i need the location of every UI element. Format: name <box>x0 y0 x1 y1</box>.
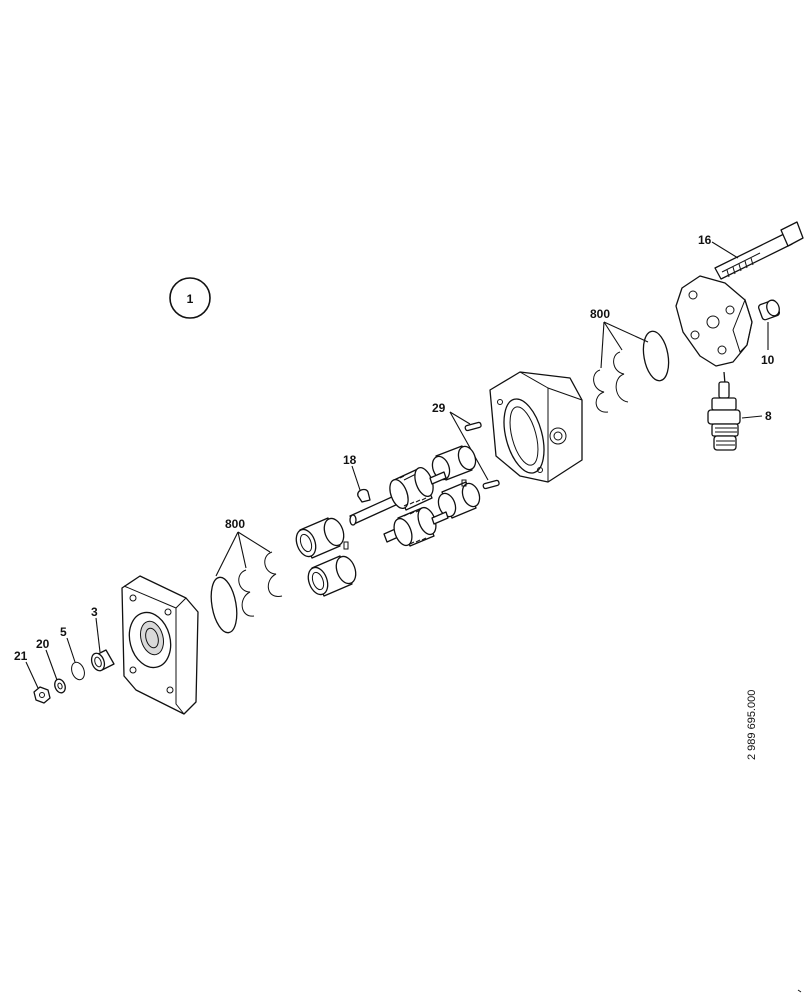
leader-29-b <box>449 411 489 481</box>
leader-3 <box>95 617 101 653</box>
snap-ring-5 <box>71 661 85 681</box>
drawing-reference-number: 2 989 695.000 <box>746 690 758 760</box>
leader-800-upper-a <box>603 321 649 343</box>
key-18 <box>357 488 371 503</box>
leader-5 <box>66 637 76 663</box>
group-label-text: 1 <box>187 292 194 306</box>
washer-20 <box>54 678 66 694</box>
callout-800-top: 800 <box>590 307 610 321</box>
callout-16: 16 <box>698 233 712 247</box>
leader-800-upper-c <box>600 321 605 369</box>
leader-20 <box>45 649 58 681</box>
callout-5: 5 <box>60 625 67 639</box>
callout-3: 3 <box>91 605 98 619</box>
seal-set-800-upper <box>593 330 670 413</box>
valve-fitting-8 <box>707 371 741 451</box>
leader-21 <box>25 661 39 689</box>
seal-set-800-lower <box>210 551 283 634</box>
callout-20: 20 <box>36 637 50 651</box>
callout-800-left: 800 <box>225 517 245 531</box>
callout-10: 10 <box>761 353 775 367</box>
bushings-left <box>295 517 357 597</box>
callout-29: 29 <box>432 401 446 415</box>
leader-16 <box>711 241 739 259</box>
mounting-flange <box>121 575 199 715</box>
driven-gear-shaft <box>383 506 449 547</box>
pump-housing <box>489 371 583 483</box>
bushings-right <box>431 445 481 519</box>
leader-800-lower-a <box>215 531 239 577</box>
leader-800-upper-b <box>603 321 623 351</box>
group-label-badge: 1 <box>169 277 211 319</box>
leader-8 <box>741 415 763 419</box>
bolt-16 <box>714 221 804 280</box>
callout-8: 8 <box>765 409 772 423</box>
drive-gear-shaft <box>349 466 447 526</box>
callout-18: 18 <box>343 453 357 467</box>
nut-21 <box>33 686 51 704</box>
end-cover-plate <box>675 275 753 367</box>
shaft-seal-3 <box>90 649 115 672</box>
leader-29-a <box>449 411 471 425</box>
plug-10 <box>758 299 780 321</box>
leader-800-lower-c <box>237 531 271 553</box>
dowel-pins-29 <box>464 421 500 490</box>
leader-18 <box>351 465 361 491</box>
leader-800-lower-b <box>237 531 247 569</box>
corner-mark <box>797 989 802 993</box>
callout-21: 21 <box>14 649 28 663</box>
